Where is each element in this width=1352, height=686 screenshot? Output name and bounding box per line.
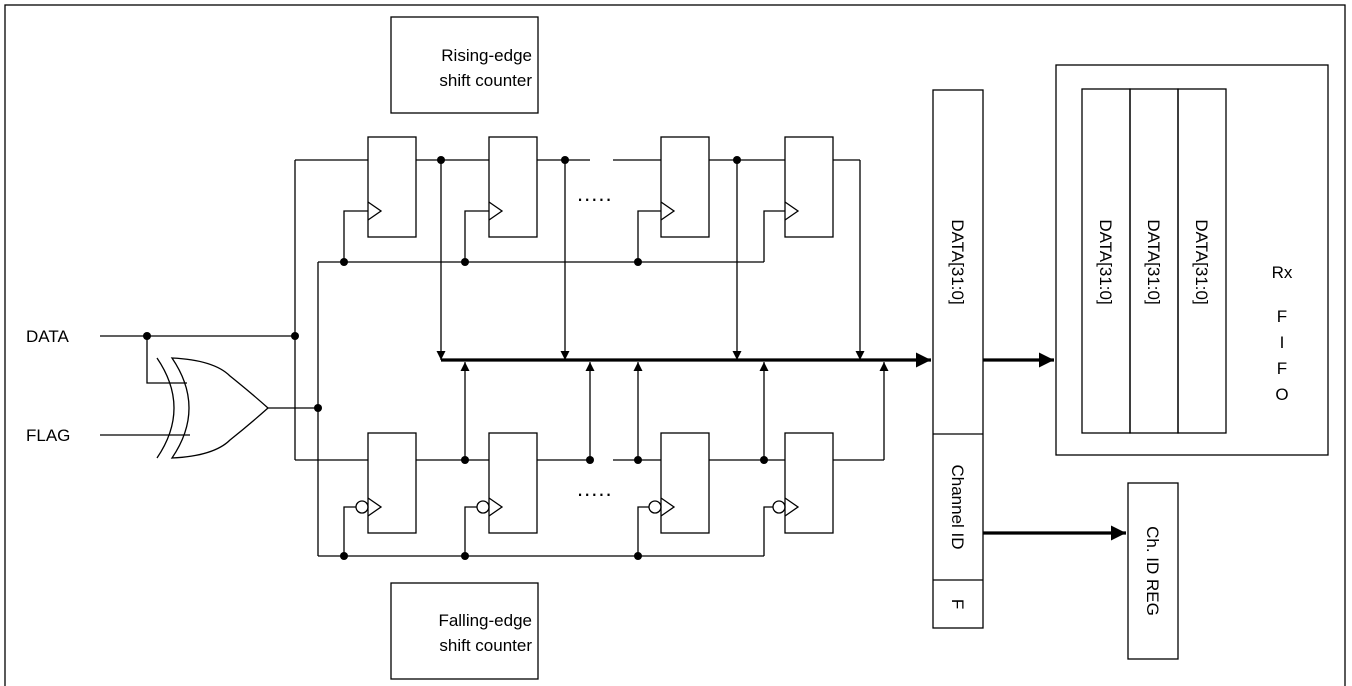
- top-ff2-clock-feed: [464, 210, 489, 262]
- top-ff4-clock-feed: [763, 210, 785, 262]
- top-ellipsis: .....: [577, 181, 613, 206]
- fifo-label-f1: F: [1277, 307, 1287, 326]
- junction-clock-bus: [314, 404, 322, 412]
- top-ff1-clock-triangle: [367, 201, 383, 221]
- junction-bottom-2: [586, 456, 594, 464]
- junction-bottom-clk-3: [634, 552, 642, 560]
- packet-flag-label: F: [948, 599, 967, 609]
- junction-top-clk-2: [461, 258, 469, 266]
- junction-bottom-1: [461, 456, 469, 464]
- data-tap-to-xor: [146, 336, 187, 384]
- bottom-flip-flop-2: [488, 432, 538, 534]
- rising-edge-shift-counter-box: [390, 16, 539, 114]
- falling-counter-label-line1: Falling-edge: [438, 611, 532, 630]
- junction-top-clk-3: [634, 258, 642, 266]
- fifo-entry-1-label: DATA[31:0]: [1096, 219, 1115, 304]
- bottom-ff1-clock-feed: [343, 506, 356, 556]
- top-ff2-clock-triangle: [488, 201, 504, 221]
- bottom-ff3-inversion-bubble: [648, 500, 662, 514]
- fifo-entry-2-label: DATA[31:0]: [1144, 219, 1163, 304]
- flag-input-label: FLAG: [26, 426, 70, 445]
- fifo-label-i: I: [1280, 333, 1285, 352]
- bottom-ff2-inversion-bubble: [476, 500, 490, 514]
- bottom-ff3-clock-feed: [637, 506, 649, 556]
- falling-edge-shift-counter-box: [390, 582, 539, 680]
- falling-counter-label-line2: shift counter: [439, 636, 532, 655]
- junction-top-3: [733, 156, 741, 164]
- fifo-entry-3-label: DATA[31:0]: [1192, 219, 1211, 304]
- bottom-flip-flop-3: [660, 432, 710, 534]
- junction-top-2: [561, 156, 569, 164]
- fifo-label-o: O: [1275, 385, 1288, 404]
- bottom-ff3-clock-triangle: [660, 497, 676, 517]
- packet-channel-id-label: Channel ID: [948, 464, 967, 549]
- bottom-ff2-clock-triangle: [488, 497, 504, 517]
- rising-counter-label-line2: shift counter: [439, 71, 532, 90]
- junction-top-clk-1: [340, 258, 348, 266]
- fifo-entry-3: [1177, 88, 1227, 434]
- xor-gate-input-arc: [156, 357, 175, 459]
- top-ff3-clock-feed: [637, 210, 661, 262]
- bottom-ff4-clock-feed: [763, 506, 773, 556]
- junction-bottom-4: [760, 456, 768, 464]
- data-input-label: DATA: [26, 327, 69, 346]
- bottom-ff1-inversion-bubble: [355, 500, 369, 514]
- junction-top-1: [437, 156, 445, 164]
- bottom-ff1-clock-triangle: [367, 497, 383, 517]
- top-flip-flop-3: [660, 136, 710, 238]
- xor-gate: [170, 357, 269, 459]
- bottom-ellipsis: .....: [577, 476, 613, 501]
- top-ff4-clock-triangle: [784, 201, 800, 221]
- bottom-ff4-clock-triangle: [784, 497, 800, 517]
- rx-fifo-box: [1055, 64, 1329, 456]
- packet-data-field-label: DATA[31:0]: [948, 219, 967, 304]
- junction-bottom-clk-1: [340, 552, 348, 560]
- junction-bottom-clk-2: [461, 552, 469, 560]
- bottom-flip-flop-1: [367, 432, 417, 534]
- fifo-label-f2: F: [1277, 359, 1287, 378]
- top-ff1-clock-feed: [343, 210, 368, 262]
- fifo-label-rx: Rx: [1272, 263, 1293, 282]
- top-flip-flop-4: [784, 136, 834, 238]
- rising-counter-label-line1: Rising-edge: [441, 46, 532, 65]
- bottom-ff4-inversion-bubble: [772, 500, 786, 514]
- top-flip-flop-1: [367, 136, 417, 238]
- ch-id-reg-box: [1127, 482, 1179, 660]
- outer-frame: [4, 4, 1346, 686]
- bottom-ff2-clock-feed: [464, 506, 477, 556]
- ch-id-reg-label: Ch. ID REG: [1143, 526, 1162, 616]
- junction-bottom-3: [634, 456, 642, 464]
- junction-data-tap: [143, 332, 151, 340]
- junction-data-bus: [291, 332, 299, 340]
- bottom-flip-flop-4: [784, 432, 834, 534]
- top-ff3-clock-triangle: [660, 201, 676, 221]
- top-flip-flop-2: [488, 136, 538, 238]
